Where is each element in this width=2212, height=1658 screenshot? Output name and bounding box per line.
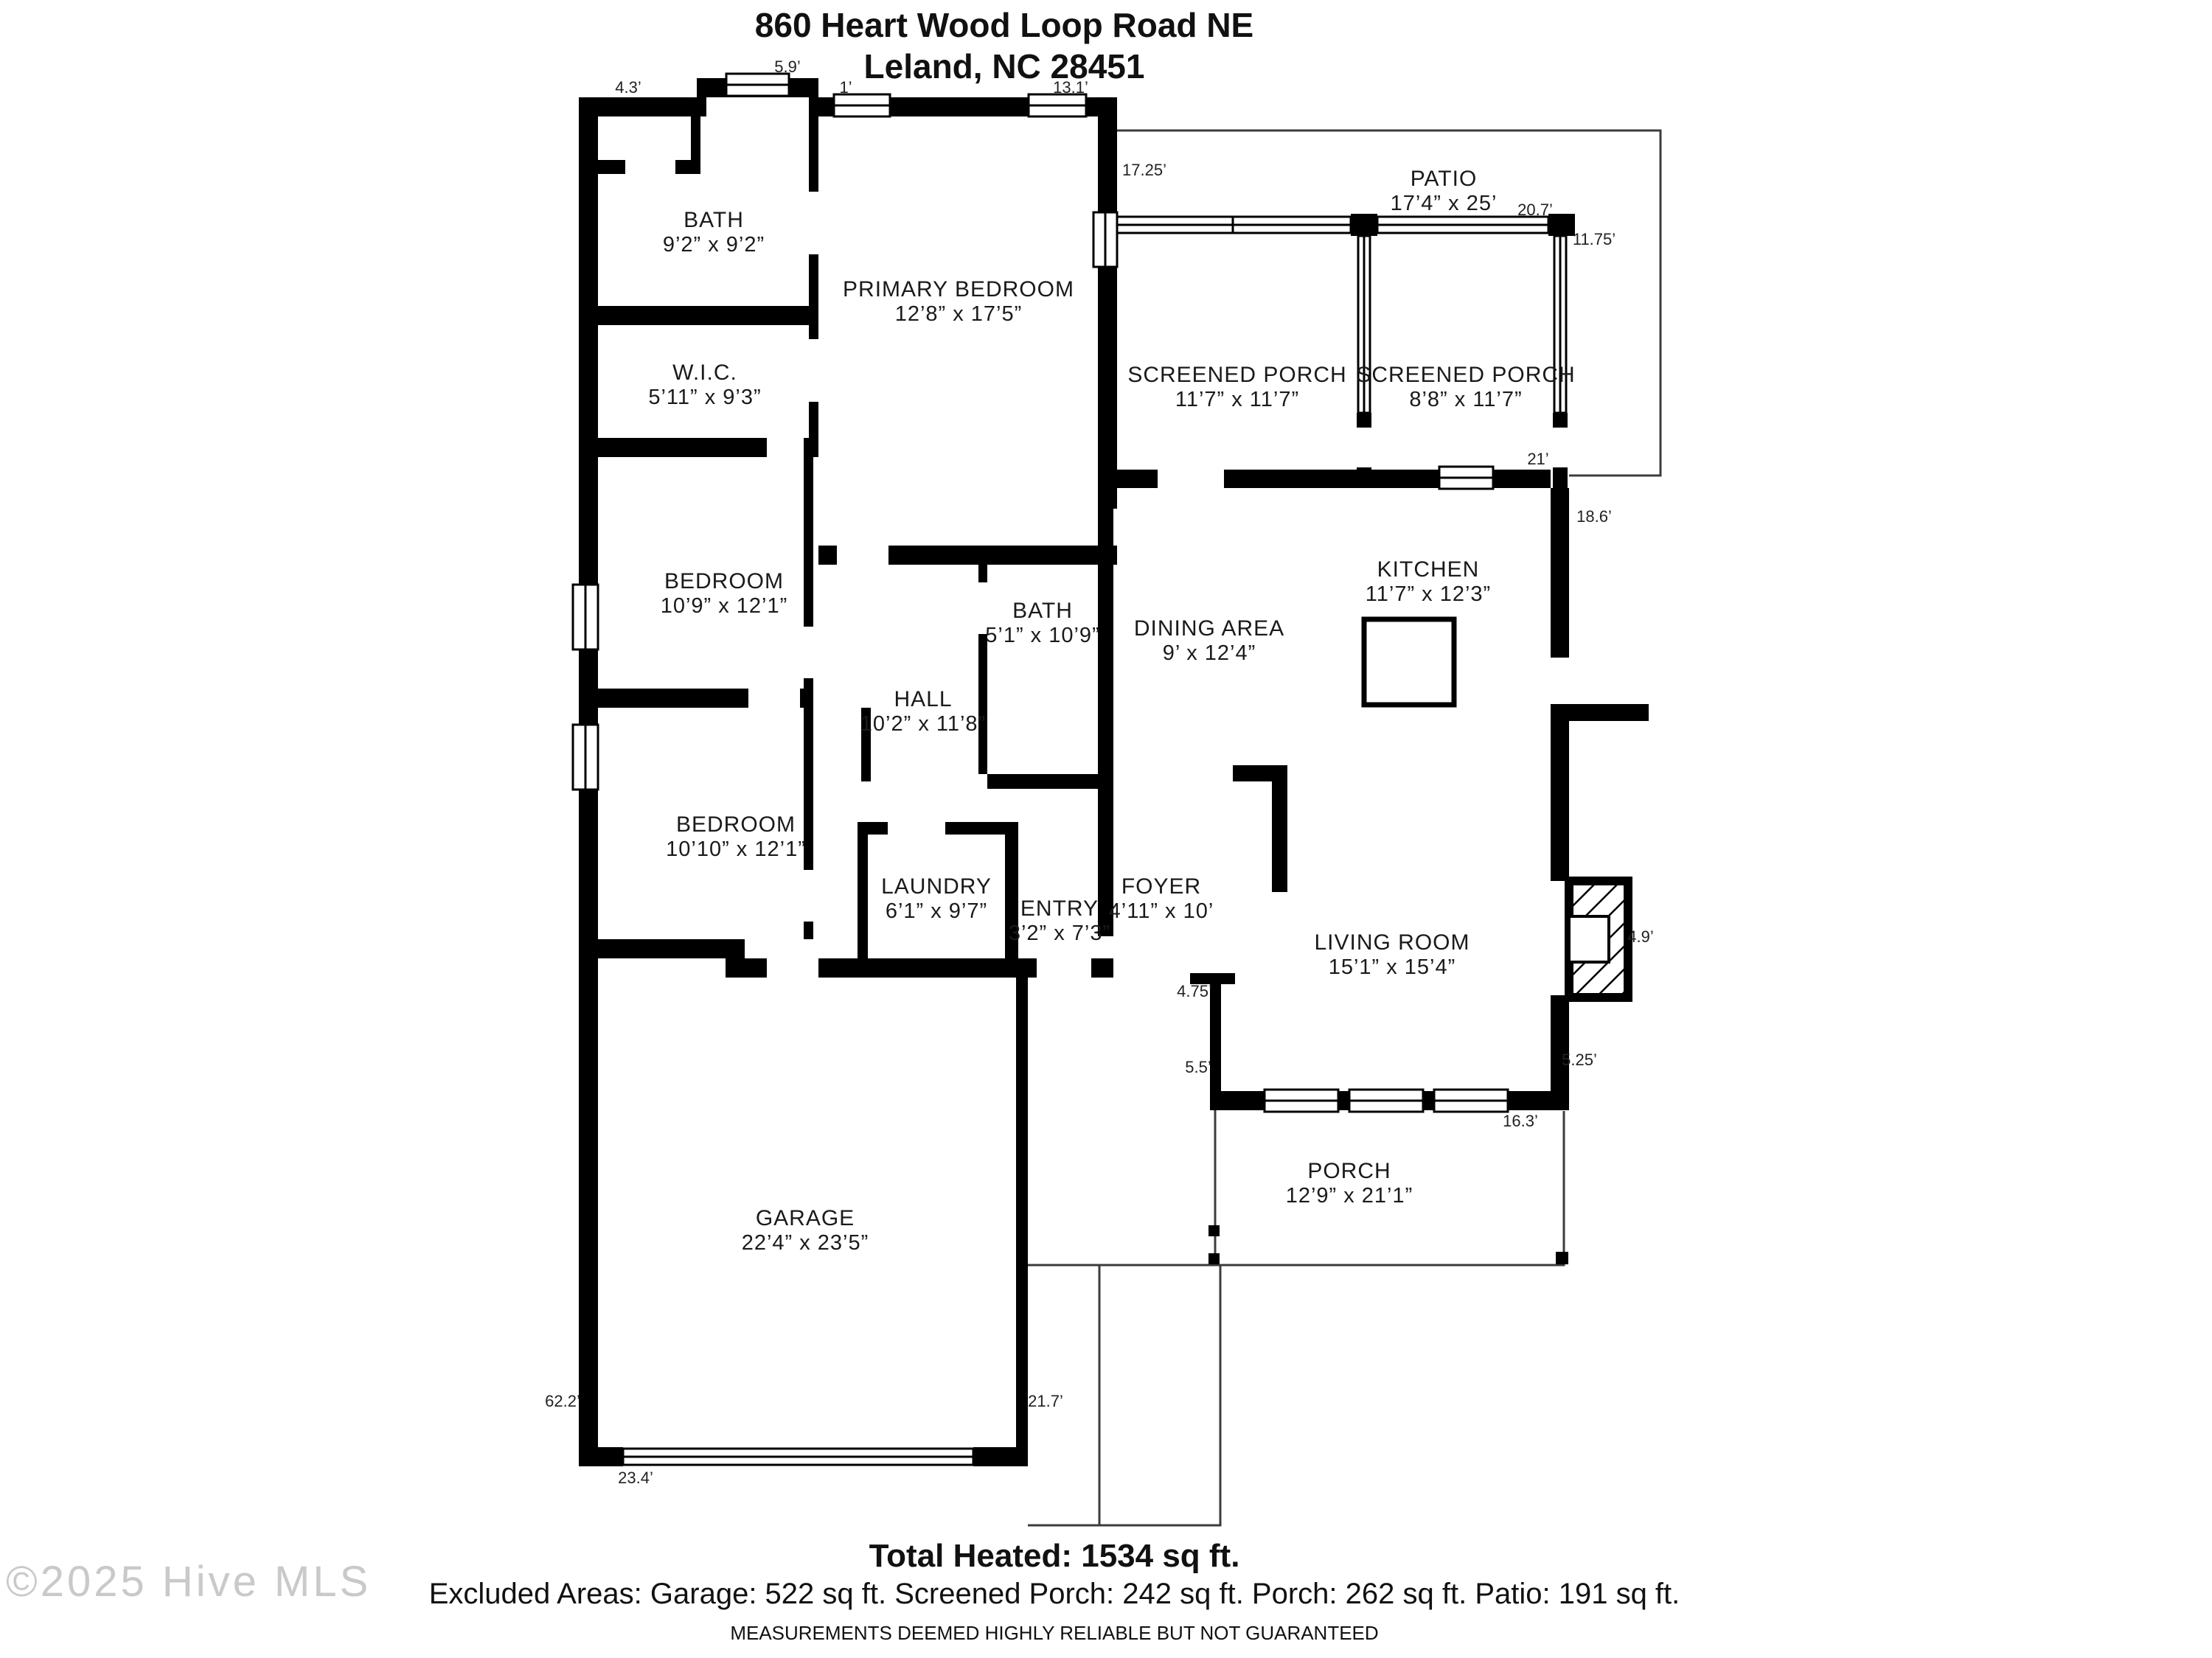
room-dims-label: 8’8” x 11’7” [1409, 388, 1522, 411]
garage-door [622, 1447, 975, 1466]
total-heated-text: Total Heated: 1534 sq ft. [869, 1538, 1240, 1574]
room-dims-label: 22’4” x 23’5” [742, 1231, 869, 1255]
room-dims-label: 9’2” x 9’2” [663, 233, 765, 257]
room-dims-label: 4’11” x 10’ [1109, 899, 1214, 923]
porch-posts [1208, 1225, 1568, 1264]
room-dims-label: 11’7” x 11’7” [1175, 388, 1299, 411]
room-label: PORCH [1307, 1159, 1391, 1183]
address-title: 860 Heart Wood Loop Road NE Leland, NC 2… [755, 4, 1253, 87]
room-label: W.I.C. [672, 360, 737, 385]
dimension-label: 5.9’ [774, 58, 800, 76]
dimension-label: 23.4’ [618, 1469, 653, 1487]
room-dims-label: 5’11” x 9’3” [648, 386, 761, 409]
room-label: BATH [1012, 599, 1073, 623]
patio-outline [1117, 129, 1662, 477]
address-line2: Leland, NC 28451 [863, 47, 1145, 86]
dimension-label: 4.9’ [1627, 927, 1653, 946]
disclaimer-text: MEASUREMENTS DEEMED HIGHLY RELIABLE BUT … [730, 1622, 1379, 1644]
room-label: LIVING ROOM [1314, 930, 1470, 955]
total-heated: Total Heated: 1534 sq ft. [317, 1538, 1792, 1575]
room-dims-label: 6’1” x 9’7” [886, 899, 987, 923]
kitchen-island [1361, 616, 1457, 708]
excluded-areas: Excluded Areas: Garage: 522 sq ft. Scree… [317, 1578, 1792, 1611]
room-label: DINING AREA [1134, 616, 1284, 641]
room-label: PATIO [1411, 167, 1478, 191]
room-dims-label: 9’ x 12’4” [1163, 641, 1256, 665]
fireplace [1565, 877, 1632, 1002]
room-label: BEDROOM [676, 812, 796, 837]
room-label: SCREENED PORCH [1356, 363, 1575, 387]
disclaimer: MEASUREMENTS DEEMED HIGHLY RELIABLE BUT … [317, 1622, 1792, 1645]
room-dims-label: 11’7” x 12’3” [1366, 582, 1491, 606]
dimension-label: 4.3’ [615, 78, 641, 97]
screen-walls [1116, 215, 1568, 414]
dimension-label: 4.75’ [1177, 982, 1212, 1000]
room-dims-label: 15’1” x 15’4” [1329, 955, 1456, 979]
room-label: ENTRY [1020, 896, 1099, 921]
dimension-label: 18.6’ [1576, 507, 1612, 526]
walls [579, 78, 1649, 1466]
room-label: FOYER [1121, 874, 1201, 899]
watermark: ©2025 Hive MLS [6, 1558, 372, 1606]
stoop-outline [1028, 1264, 1222, 1527]
address-line1: 860 Heart Wood Loop Road NE [754, 6, 1254, 44]
room-label: PRIMARY BEDROOM [843, 277, 1074, 302]
room-label: LAUNDRY [881, 874, 992, 899]
dimension-label: 21.7’ [1028, 1392, 1063, 1410]
dimension-label: 5.5’ [1185, 1058, 1211, 1076]
dimension-label: 1’ [839, 78, 852, 97]
room-dims-label: 3’2” x 7’3” [1009, 922, 1110, 945]
room-label: BEDROOM [664, 569, 784, 593]
dimension-label: 17.25’ [1122, 161, 1166, 179]
room-dims-label: 5’1” x 10’9” [985, 624, 1099, 647]
dimension-label: 20.7’ [1517, 201, 1553, 219]
excluded-areas-text: Excluded Areas: Garage: 522 sq ft. Scree… [428, 1578, 1680, 1610]
dimension-label: 16.3’ [1503, 1112, 1538, 1130]
room-dims-label: 17’4” x 25’ [1391, 192, 1498, 215]
room-dims-label: 10’10” x 12’1” [666, 837, 806, 861]
room-label: SCREENED PORCH [1127, 363, 1346, 387]
room-dims-label: 10’9” x 12’1” [661, 594, 788, 618]
dimension-label: 11.75’ [1573, 230, 1615, 248]
dimension-label: 5.25’ [1562, 1051, 1597, 1069]
dimension-label: 21’ [1527, 450, 1548, 468]
room-label: GARAGE [756, 1206, 855, 1230]
room-dims-label: 10’2” x 11’8” [860, 712, 986, 736]
windows [571, 72, 1509, 1113]
dimension-label: 13.1’ [1053, 78, 1088, 97]
porch-outline [1214, 1101, 1565, 1267]
room-dims-label: 12’8” x 17’5” [895, 302, 1023, 326]
room-dims-label: 12’9” x 21’1” [1286, 1184, 1413, 1208]
room-label: HALL [894, 687, 952, 711]
room-label: BATH [684, 208, 744, 232]
room-label: KITCHEN [1377, 557, 1480, 582]
dimension-label: 62.2’ [545, 1392, 580, 1410]
